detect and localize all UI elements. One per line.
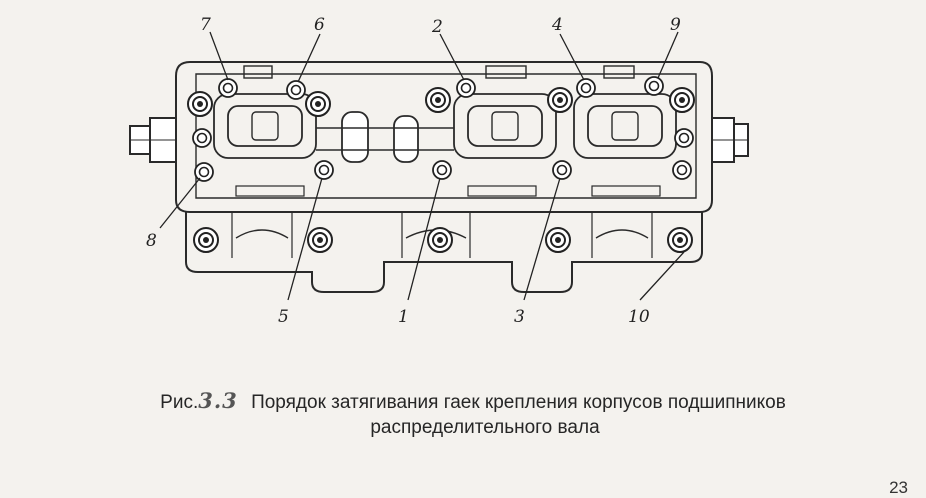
leader-lines <box>159 31 685 301</box>
callout-4: 4 <box>551 15 563 35</box>
caption-line-1: Порядок затягивания гаек крепления корпу… <box>251 392 786 413</box>
callout-2: 2 <box>431 17 443 37</box>
callout-8: 8 <box>146 231 157 251</box>
caption-prefix: Рис. <box>160 392 199 413</box>
callout-7: 7 <box>200 15 211 35</box>
callout-10: 10 <box>628 307 650 327</box>
figure-caption-continued: распределительного вала <box>22 417 926 439</box>
caption-line-2: распределительного вала <box>370 417 600 438</box>
page-number: 23 <box>889 478 908 497</box>
bearing-housings <box>213 65 677 197</box>
head-outline <box>175 61 713 293</box>
cylinder-head-diagram: 7 6 2 4 9 8 5 1 3 10 <box>129 15 749 327</box>
callout-3: 3 <box>514 307 525 327</box>
callout-9: 9 <box>670 15 681 35</box>
callout-labels: 7 6 2 4 9 8 5 1 3 10 <box>146 15 681 327</box>
camshaft-ends <box>129 117 749 163</box>
callout-5: 5 <box>278 307 289 327</box>
callout-6: 6 <box>314 15 325 35</box>
callout-1: 1 <box>398 307 409 327</box>
figure-number: 3.3 <box>198 388 238 413</box>
figure-caption: Рис.3.3 Порядок затягивания гаек креплен… <box>10 388 926 414</box>
